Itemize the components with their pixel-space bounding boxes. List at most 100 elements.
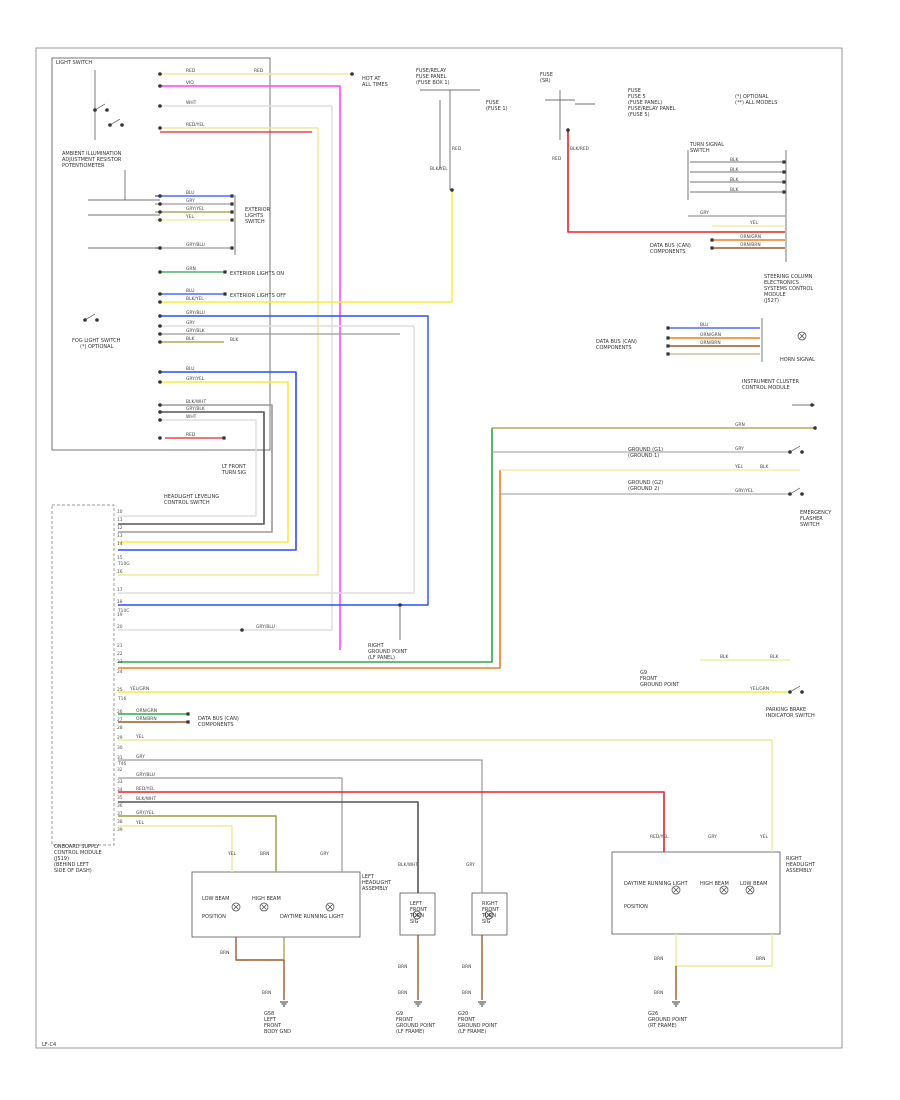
label-legend-1: (*) OPTIONAL xyxy=(735,94,769,100)
module-pin-number: 28 xyxy=(117,725,123,731)
label-databus-3a: DATA BUS (CAN) xyxy=(198,716,239,722)
label-lamp-r4: POSITION xyxy=(624,904,648,910)
wire-color-bus-3-b: ORN/BRN xyxy=(136,716,157,722)
label-emergency-1: EMERGENCY xyxy=(800,510,832,516)
module-pin-number: 12 xyxy=(117,525,123,531)
flasher-switch-1-contact xyxy=(800,450,804,454)
label-fuse-assign-3: (FUSE PANEL) xyxy=(628,100,662,106)
light-switch-pin xyxy=(158,370,162,374)
module-pin-number: 33 xyxy=(117,779,123,785)
fog-switch-contact-contact xyxy=(95,318,99,322)
label-rt-turn-3: TURN xyxy=(481,913,496,919)
label-lf-gnd-1: G9 xyxy=(640,670,647,676)
label-lf-headlight-2: HEADLIGHT xyxy=(362,880,392,886)
module-pin-number: 22 xyxy=(117,651,123,657)
wire-color-ly-left-head: YEL xyxy=(135,820,144,826)
light-switch-pin xyxy=(158,292,162,296)
parking-brake-switch-contact xyxy=(800,690,804,694)
fog-switch-contact xyxy=(84,313,96,321)
wire-color-dgray-left-turn: BLK/WHT xyxy=(136,796,156,802)
wire-color-fog-2: BLK xyxy=(230,337,238,343)
label-databus-1a: DATA BUS (CAN) xyxy=(650,243,691,249)
label-rt-headlight-1: RIGHT xyxy=(786,856,803,862)
wire-gray-vert xyxy=(118,404,273,533)
wire-yellow-2 xyxy=(118,127,319,576)
wire-color-fuse-out: RED xyxy=(452,146,462,152)
label-steering-3: SYSTEMS CONTROL xyxy=(764,286,813,292)
label-right-ground-2: GROUND POINT xyxy=(368,649,408,655)
wire-color-top-lhead-3: GRY xyxy=(320,851,329,857)
label-onboard-1: ONBOARD SUPPLY xyxy=(54,844,100,850)
module-pin-number: 38 xyxy=(117,819,123,825)
label-lf-headlight-1: LEFT xyxy=(362,874,375,880)
wire-color-orange-bus-1: ORN/GRN xyxy=(740,234,761,240)
wire-color-orange-bus-2: ORN/GRN xyxy=(700,332,721,338)
wire-color-red-turn: RED xyxy=(552,156,562,162)
module-pin-number: 36 xyxy=(117,803,123,809)
label-gnd-b-2: FRONT xyxy=(396,1017,414,1023)
label-rt-headlight-2: HEADLIGHT xyxy=(786,862,816,868)
wire-color-ext-on: GRN xyxy=(186,266,196,272)
label-onboard-3: (J519) xyxy=(54,856,69,862)
label-gnd-c-1: G20 xyxy=(458,1011,468,1017)
wire-color-brown-bus-1: ORN/BRN xyxy=(740,242,761,248)
label-lamp-l3: POSITION xyxy=(202,914,226,920)
module-pin-number: 37 xyxy=(117,811,123,817)
label-rt-turn-2: FRONT xyxy=(482,907,500,913)
module-pin-number: 26 xyxy=(117,709,123,715)
turn-switch-terminal xyxy=(782,180,786,184)
ground-b xyxy=(414,1001,422,1007)
wire-color-fuse-in: BLK/YEL xyxy=(430,166,448,172)
module-pin-number: 29 xyxy=(117,735,123,741)
lt-front-terminal xyxy=(222,436,226,440)
label-fuse-assign-4: FUSE/RELAY PANEL xyxy=(628,106,676,112)
label-onboard-2: CONTROL MODULE xyxy=(54,850,102,856)
label-lamp-l2: HIGH BEAM xyxy=(252,896,281,902)
label-gnd-c-3: GROUND POINT xyxy=(458,1023,498,1029)
wire-olive-left-head xyxy=(118,815,277,872)
wire-color-gray-right-turn: GRY xyxy=(136,754,145,760)
label-onboard-5: SIDE OF DASH) xyxy=(54,868,92,874)
label-ext-switch-2: LIGHTS xyxy=(245,213,263,219)
wire-color-turn-lead: BLK xyxy=(730,187,738,193)
label-light-switch: LIGHT SWITCH xyxy=(56,60,92,66)
label-fuse-assign-1: FUSE xyxy=(628,88,641,94)
bus-2-terminal xyxy=(666,352,670,356)
bulb-filament xyxy=(327,904,333,910)
flasher-switch-2-contact xyxy=(800,492,804,496)
wire-color-turn-lead: BLK xyxy=(730,177,738,183)
lt-front-dot xyxy=(240,628,244,632)
module-pin-number: 14 xyxy=(117,541,123,547)
label-databus-1b: COMPONENTS xyxy=(650,249,686,255)
wire-color-vert-yellow: GRY/YEL xyxy=(186,376,205,382)
label-parking-1: PARKING BRAKE xyxy=(766,707,806,713)
instrument-terminal xyxy=(813,426,817,430)
label-lamp-r1: DAYTIME RUNNING LIGHT xyxy=(624,881,689,887)
module-pin-number: 16 xyxy=(117,569,123,575)
label-ground2-1: GROUND (G2) xyxy=(628,480,663,486)
right-turn-box xyxy=(471,892,508,936)
label-instrument-2: CONTROL MODULE xyxy=(742,385,790,391)
light-switch-pin xyxy=(158,380,162,384)
wire-color-yellow-fuse: BLK/YEL xyxy=(186,296,204,302)
label-headlight-level-2: CONTROL SWITCH xyxy=(164,500,210,506)
label-ext-switch-1: EXTERIOR xyxy=(245,207,271,213)
module-pin-number: 34 xyxy=(117,787,123,793)
ext-on-terminal xyxy=(223,270,227,274)
module-pin-number: 24 xyxy=(117,669,123,675)
wire-color-gray-flasher: GRY xyxy=(735,446,744,452)
light-switch-pin xyxy=(158,194,162,198)
flasher-switch-1 xyxy=(789,445,801,453)
label-footer: LF-C4 xyxy=(42,1042,56,1048)
wire-color-red-turn-2: BLK/RED xyxy=(570,146,590,152)
wire-yellow-fuse xyxy=(160,190,453,303)
label-gnd-c-2: FRONT xyxy=(458,1017,476,1023)
label-lamp-l4: DAYTIME RUNNING LIGHT xyxy=(280,914,345,920)
wire-color-top-lturn: BLK/WHT xyxy=(398,862,418,868)
bus-3-terminal xyxy=(186,720,190,724)
wire-color-blue: BLU xyxy=(186,190,194,196)
label-databus-2b: COMPONENTS xyxy=(596,345,632,351)
module-pin-number: 19 xyxy=(117,612,123,618)
label-fuse-top-2: (FUSE 1) xyxy=(486,106,508,112)
